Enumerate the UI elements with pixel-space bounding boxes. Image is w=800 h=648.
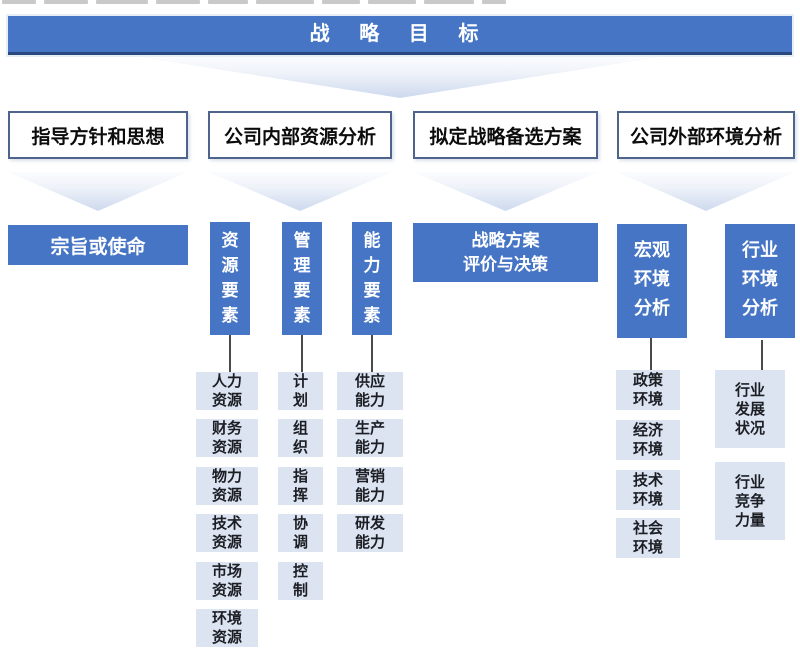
- list-item: 营销 能力: [337, 467, 403, 505]
- connector-line: [229, 335, 231, 372]
- phase-internal-resource-analysis: 公司内部资源分析: [208, 111, 392, 159]
- list-item: 技术 环境: [616, 470, 680, 510]
- list-item: 供应 能力: [337, 372, 403, 410]
- list-item: 经济 环境: [616, 420, 680, 460]
- group-macro-environment: 宏观 环境 分析: [617, 224, 687, 338]
- list-item: 物力 资源: [196, 467, 258, 505]
- list-item: 行业 竞争 力量: [715, 462, 785, 540]
- list-item: 人力 资源: [196, 372, 258, 410]
- group-management-elements: 管 理 要 素: [282, 222, 322, 335]
- list-item: 财务 资源: [196, 419, 258, 457]
- list-item: 生产 能力: [337, 419, 403, 457]
- list-item: 计 划: [278, 372, 323, 410]
- down-arrow-icon: [413, 172, 598, 211]
- connector-line: [371, 335, 373, 372]
- list-item: 政策 环境: [616, 370, 680, 410]
- list-item: 市场 资源: [196, 562, 258, 600]
- group-capability-elements: 能 力 要 素: [352, 222, 392, 335]
- list-item: 研发 能力: [337, 514, 403, 552]
- list-item: 指 挥: [278, 467, 323, 505]
- mission-box: 宗旨或使命: [8, 225, 188, 265]
- phase-external-environment-analysis: 公司外部环境分析: [617, 111, 795, 159]
- list-item: 环境 资源: [196, 609, 258, 647]
- connector-line: [650, 338, 652, 370]
- phase-strategy-alternatives: 拟定战略备选方案: [413, 111, 598, 159]
- list-item: 协 调: [278, 514, 323, 552]
- group-resource-elements: 资 源 要 素: [210, 222, 250, 335]
- decision-box: 战略方案 评价与决策: [413, 223, 598, 282]
- group-industry-environment: 行业 环境 分析: [725, 224, 795, 338]
- strategic-goal-banner: 战 略 目 标: [8, 16, 792, 55]
- down-arrow-icon: [617, 172, 795, 211]
- connector-line: [761, 340, 763, 370]
- list-item: 社会 环境: [616, 518, 680, 558]
- list-item: 组 织: [278, 419, 323, 457]
- list-item: 行业 发展 状况: [715, 370, 785, 448]
- down-arrow-icon: [140, 57, 660, 98]
- list-item: 技术 资源: [196, 514, 258, 552]
- down-arrow-icon: [8, 172, 188, 211]
- connector-line: [301, 335, 303, 372]
- down-arrow-icon: [208, 172, 392, 211]
- list-item: 控 制: [278, 562, 323, 600]
- phase-guiding-principles: 指导方针和思想: [8, 111, 188, 159]
